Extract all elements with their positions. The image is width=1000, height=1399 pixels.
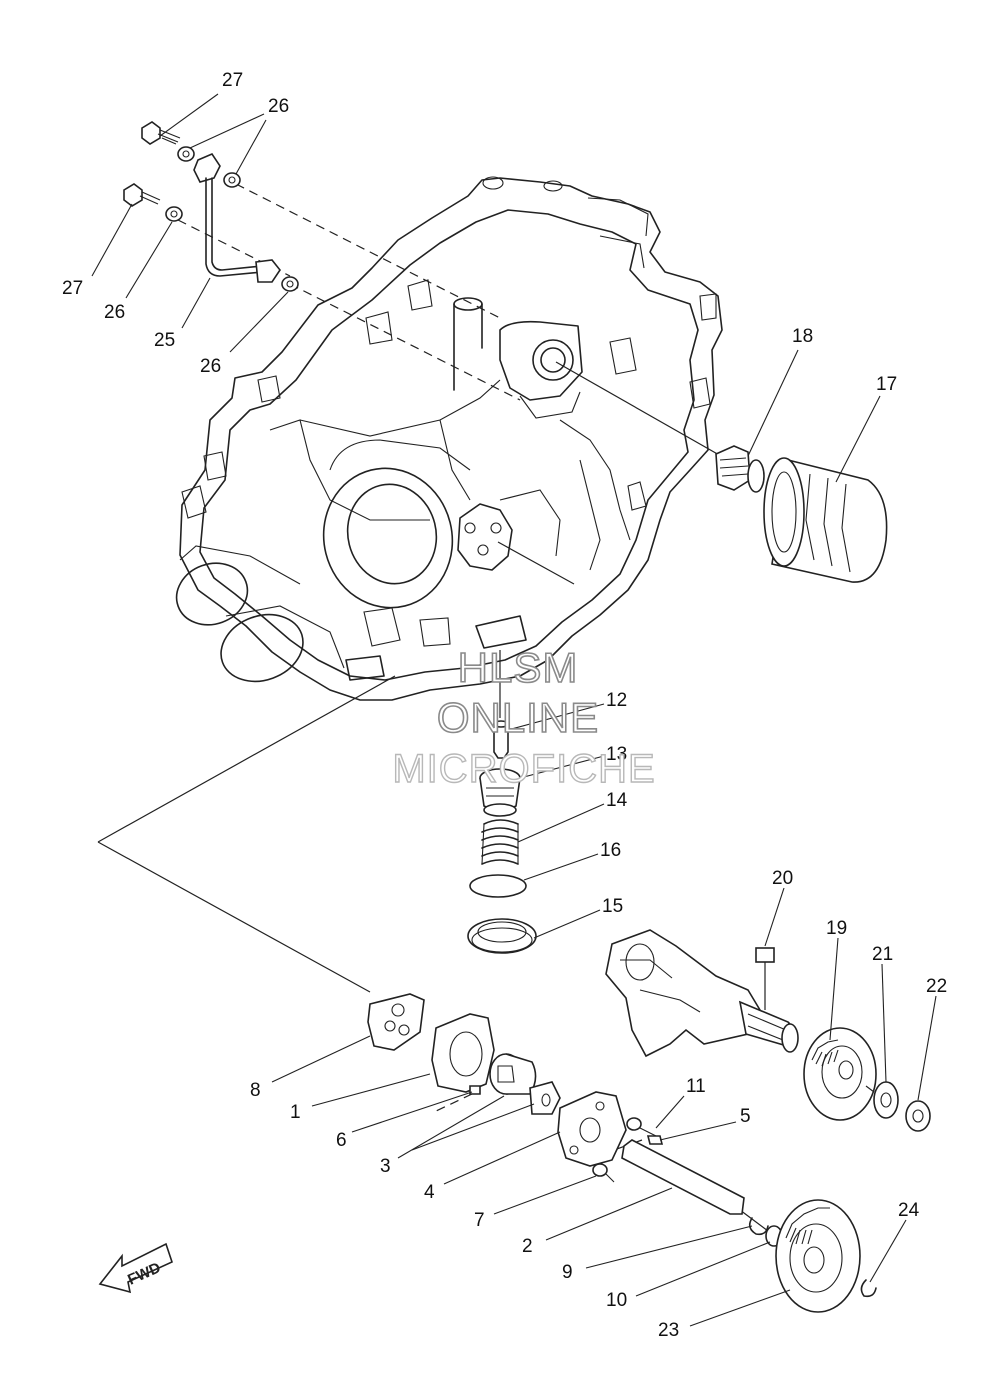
pin-icon [493,720,509,759]
washer-icon [281,276,299,292]
washer-icon [223,172,241,188]
callout-numbers: 27 26 27 26 25 26 18 17 12 13 14 16 15 2… [62,70,947,1341]
callout-27: 27 [222,70,243,91]
callout-5: 5 [740,1106,751,1127]
driven-gear-icon [775,1199,861,1313]
pin-icon [646,1135,664,1145]
callout-1: 1 [290,1102,301,1123]
pump-shaft-assembly [605,929,931,1132]
washer-icon [177,146,195,162]
gasket-icon [367,993,425,1051]
circlip-icon [748,1217,769,1236]
fwd-arrow-icon: FWD [98,1242,173,1294]
callout-3: 3 [380,1156,391,1177]
impeller-gear-icon [803,1027,877,1121]
key-icon [755,947,775,963]
callout-15: 15 [602,896,623,917]
callout-17: 17 [876,374,897,395]
callout-2: 2 [522,1236,533,1257]
inner-rotor-icon [529,1081,561,1115]
callout-14: 14 [606,790,628,811]
nut-icon [905,1100,931,1132]
callout-16: 16 [600,840,621,861]
oil-filter-icon [763,457,888,583]
oil-pipe-assembly [123,121,299,292]
callout-27: 27 [62,278,83,299]
callout-11: 11 [686,1076,706,1097]
watermark-line-2: ONLINE [437,694,599,741]
washer-icon [165,206,183,222]
watermark-line-1: HLSM [458,644,579,691]
bolt-icon [141,121,181,145]
callout-10: 10 [606,1290,627,1311]
callout-24: 24 [898,1200,920,1221]
callout-23: 23 [658,1320,679,1341]
callout-21: 21 [872,944,893,965]
strainer-stack [467,720,537,954]
oil-seal-icon [467,918,537,954]
oil-filter-assembly [715,445,888,583]
pump-shaft-icon [621,1139,745,1215]
callout-12: 12 [606,690,627,711]
callout-20: 20 [772,868,793,889]
pump-cover-icon [431,1013,495,1093]
rotor-icon [489,1053,537,1095]
strainer-plug-icon [479,768,521,817]
callout-9: 9 [562,1262,573,1283]
callout-19: 19 [826,918,847,939]
shaft-icon [738,1000,799,1053]
screw-icon [592,1163,615,1183]
callout-25: 25 [154,330,175,351]
oil-pump-assembly [367,993,877,1313]
callout-18: 18 [792,326,813,347]
spring-icon [481,819,519,865]
callout-4: 4 [424,1182,435,1203]
o-ring-icon [469,874,527,898]
housing-icon [605,929,761,1058]
screw-icon [626,1117,657,1137]
callout-13: 13 [606,744,627,765]
callout-leaders [91,93,937,1327]
callout-8: 8 [250,1080,261,1101]
crankcase-drawing [175,176,723,701]
watermark: HLSM ONLINE MICROFICHE [392,643,656,792]
callout-6: 6 [336,1130,347,1151]
callout-26: 26 [200,356,221,377]
union-bolt-icon [715,445,765,493]
callout-26: 26 [104,302,125,323]
watermark-line-3: MICROFICHE [392,747,655,791]
callout-22: 22 [926,976,947,997]
callout-26: 26 [268,96,289,117]
callout-7: 7 [474,1210,485,1231]
bolt-icon [123,183,161,207]
pump-housing-icon [557,1091,627,1167]
dowel-pin-icon [469,1085,481,1095]
circlip-icon [860,1279,877,1298]
